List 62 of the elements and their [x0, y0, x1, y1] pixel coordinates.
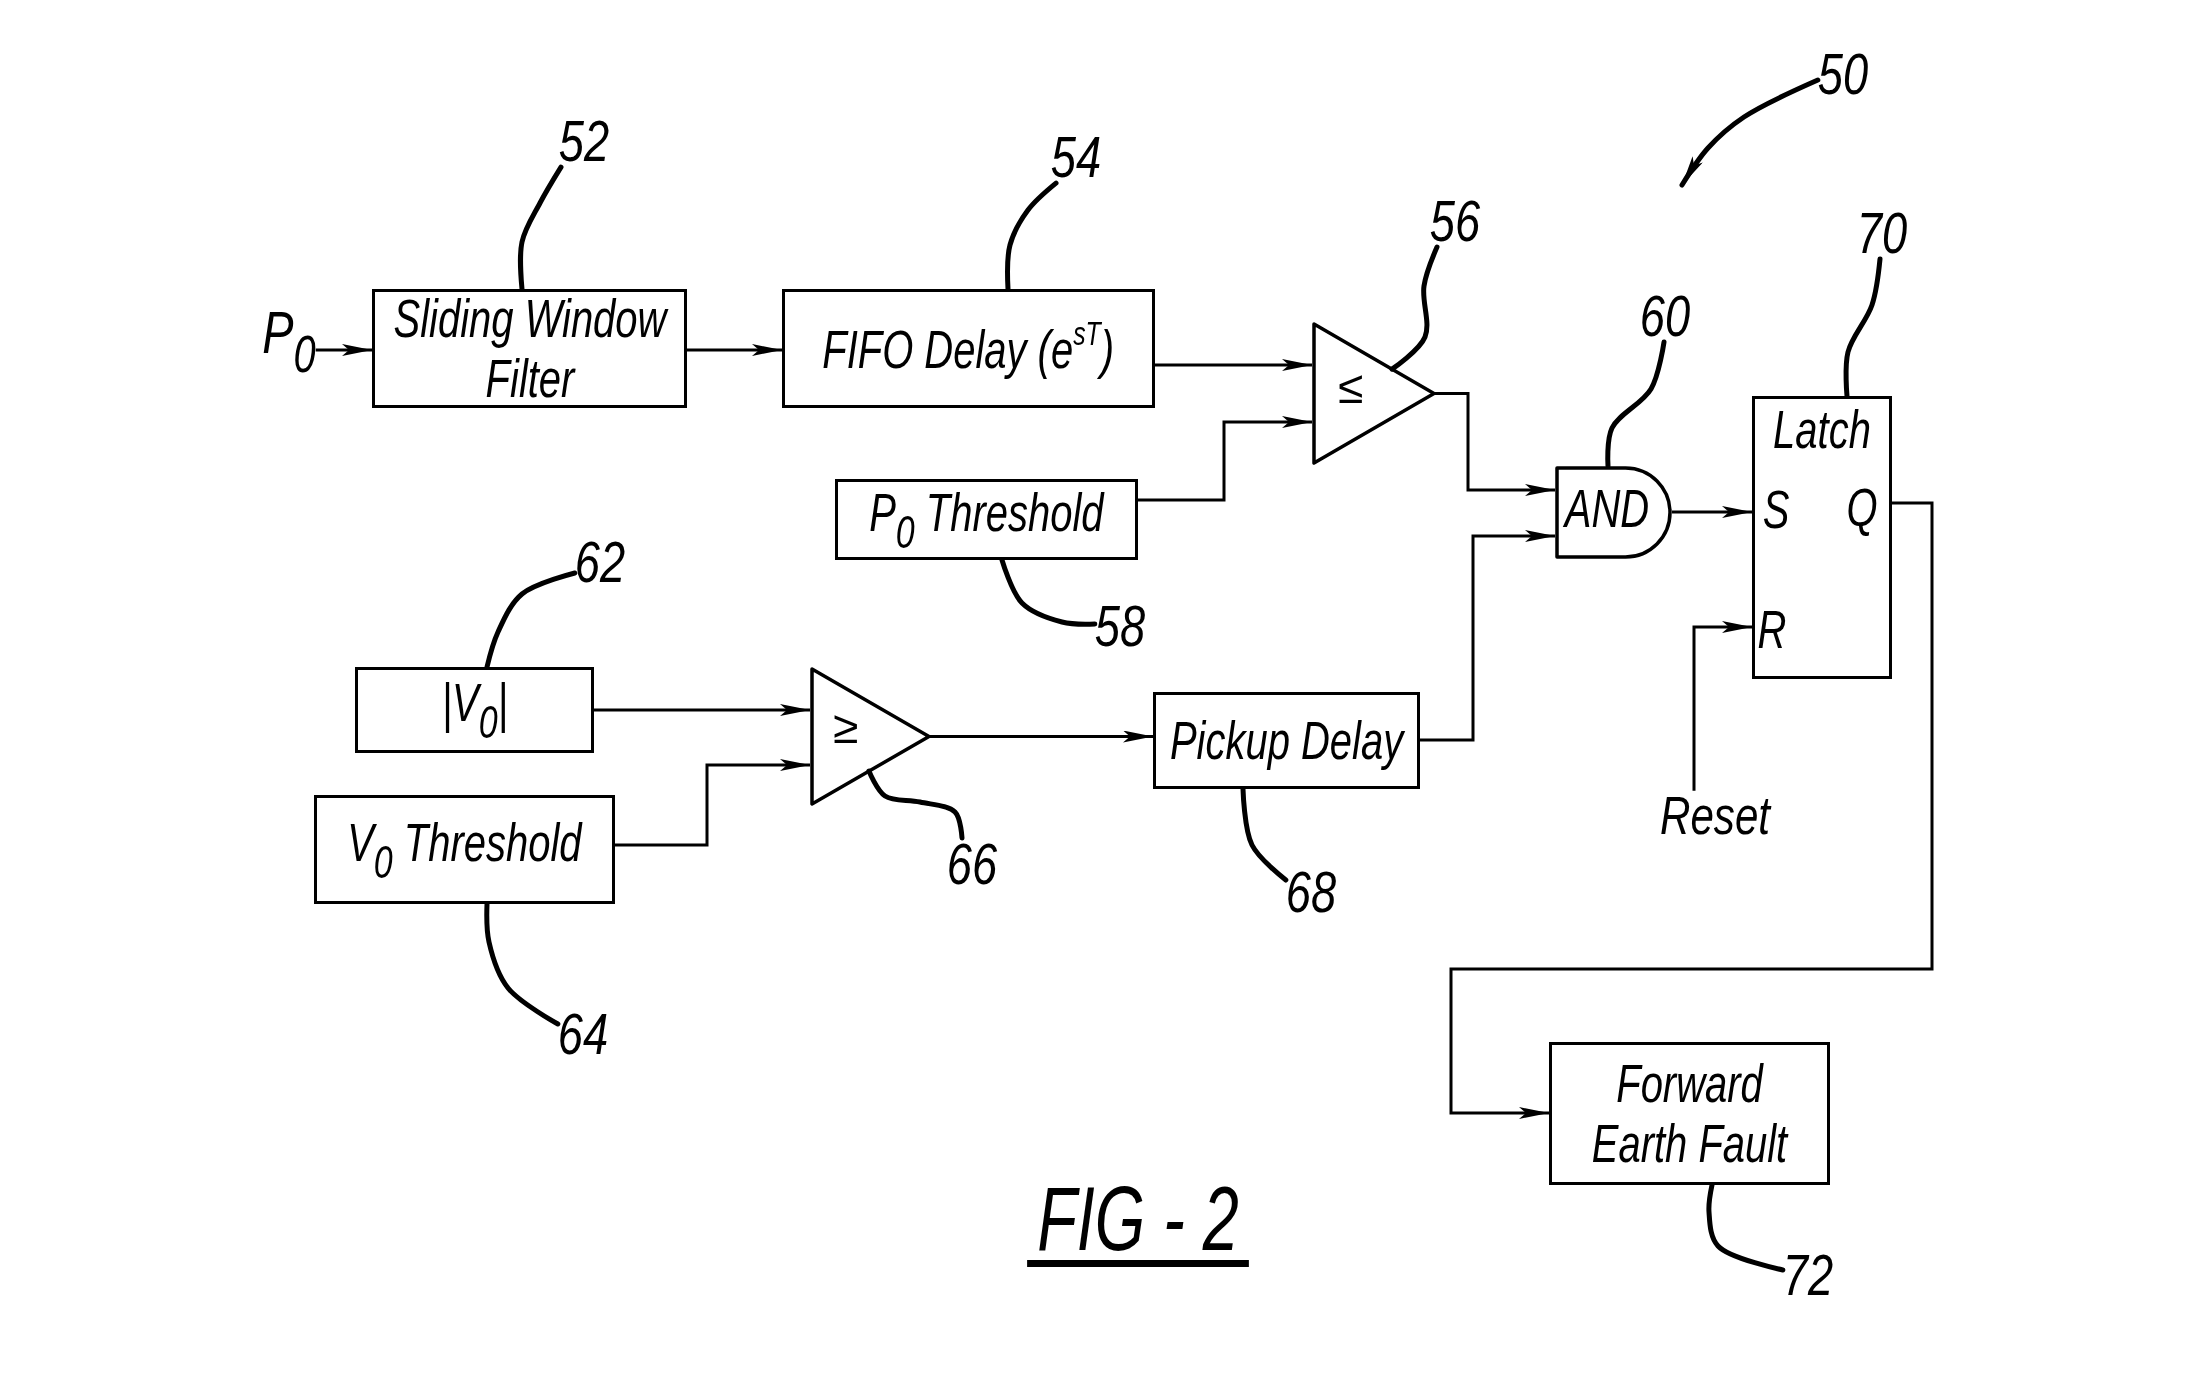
and-gate	[1555, 466, 1672, 559]
callout-number: 60	[1639, 289, 1691, 343]
signal-arrow	[1449, 501, 1934, 1119]
callout-number: 56	[1429, 194, 1481, 248]
process-box	[835, 479, 1138, 560]
block-label: Forward Earth Fault	[1590, 1054, 1790, 1173]
signal-arrow	[1138, 416, 1312, 502]
signal-label: Reset	[1660, 790, 1770, 840]
gate-label: AND	[1564, 478, 1649, 539]
signal-label: P$_{0}$	[262, 305, 316, 381]
signal-arrow	[315, 344, 372, 356]
callout-number: 58	[1094, 599, 1146, 653]
process-box	[782, 289, 1155, 408]
leader-line	[999, 557, 1098, 627]
block-label: Latch	[1772, 399, 1871, 460]
latch-block	[1752, 396, 1892, 679]
comparator-symbol	[1312, 322, 1436, 465]
callout-number: 68	[1285, 865, 1337, 919]
pin-label: R	[1757, 599, 1786, 660]
signal-arrow	[1434, 392, 1555, 496]
callout-number: 54	[1050, 130, 1102, 184]
signal-arrow	[594, 704, 810, 716]
leader-line	[1843, 256, 1883, 399]
signal-arrow	[615, 759, 810, 847]
signal-arrow	[1672, 506, 1752, 518]
leader-line	[1005, 180, 1059, 292]
callout-number: 62	[574, 535, 626, 589]
comparator-symbol	[810, 667, 931, 806]
signal-arrow	[929, 730, 1153, 743]
block-label: |V$_{0}$|	[441, 673, 508, 747]
callout-number: 64	[557, 1007, 609, 1061]
process-box	[355, 667, 594, 753]
signal-arrow	[687, 344, 782, 356]
leader-line	[1389, 244, 1440, 372]
comparison-sign: ≤	[1337, 361, 1364, 412]
process-box	[314, 795, 615, 904]
leader-line	[518, 164, 564, 292]
process-box	[1549, 1042, 1830, 1185]
leader-line	[1706, 1182, 1786, 1273]
block-label: Sliding Window Filter	[381, 289, 678, 408]
pin-label: S	[1762, 479, 1789, 540]
figure-caption: FIG - 2	[1027, 1179, 1249, 1267]
callout-number: 72	[1782, 1248, 1834, 1302]
comparison-sign: ≥	[832, 701, 859, 752]
callout-number: 52	[558, 114, 610, 168]
signal-arrow	[1692, 621, 1752, 791]
callout-number: 70	[1856, 206, 1908, 260]
leader-arrow	[1679, 77, 1821, 188]
leader-line	[484, 901, 561, 1027]
block-label: Pickup Delay	[1169, 710, 1404, 771]
callout-number: 66	[946, 837, 998, 891]
block-label: V$_{0}$ Threshold	[347, 812, 582, 887]
leader-line	[1605, 339, 1667, 469]
pin-label: Q	[1845, 477, 1878, 538]
block-label: P$_{0}$ Threshold	[869, 482, 1104, 557]
leader-line	[1240, 786, 1289, 883]
process-box	[1153, 692, 1420, 789]
signal-arrow	[1155, 359, 1312, 371]
block-label: FIFO Delay (e$^{sT}$)	[822, 317, 1115, 380]
signal-arrow	[1420, 530, 1555, 742]
leader-line	[484, 570, 578, 670]
callout-number: 50	[1817, 47, 1869, 101]
